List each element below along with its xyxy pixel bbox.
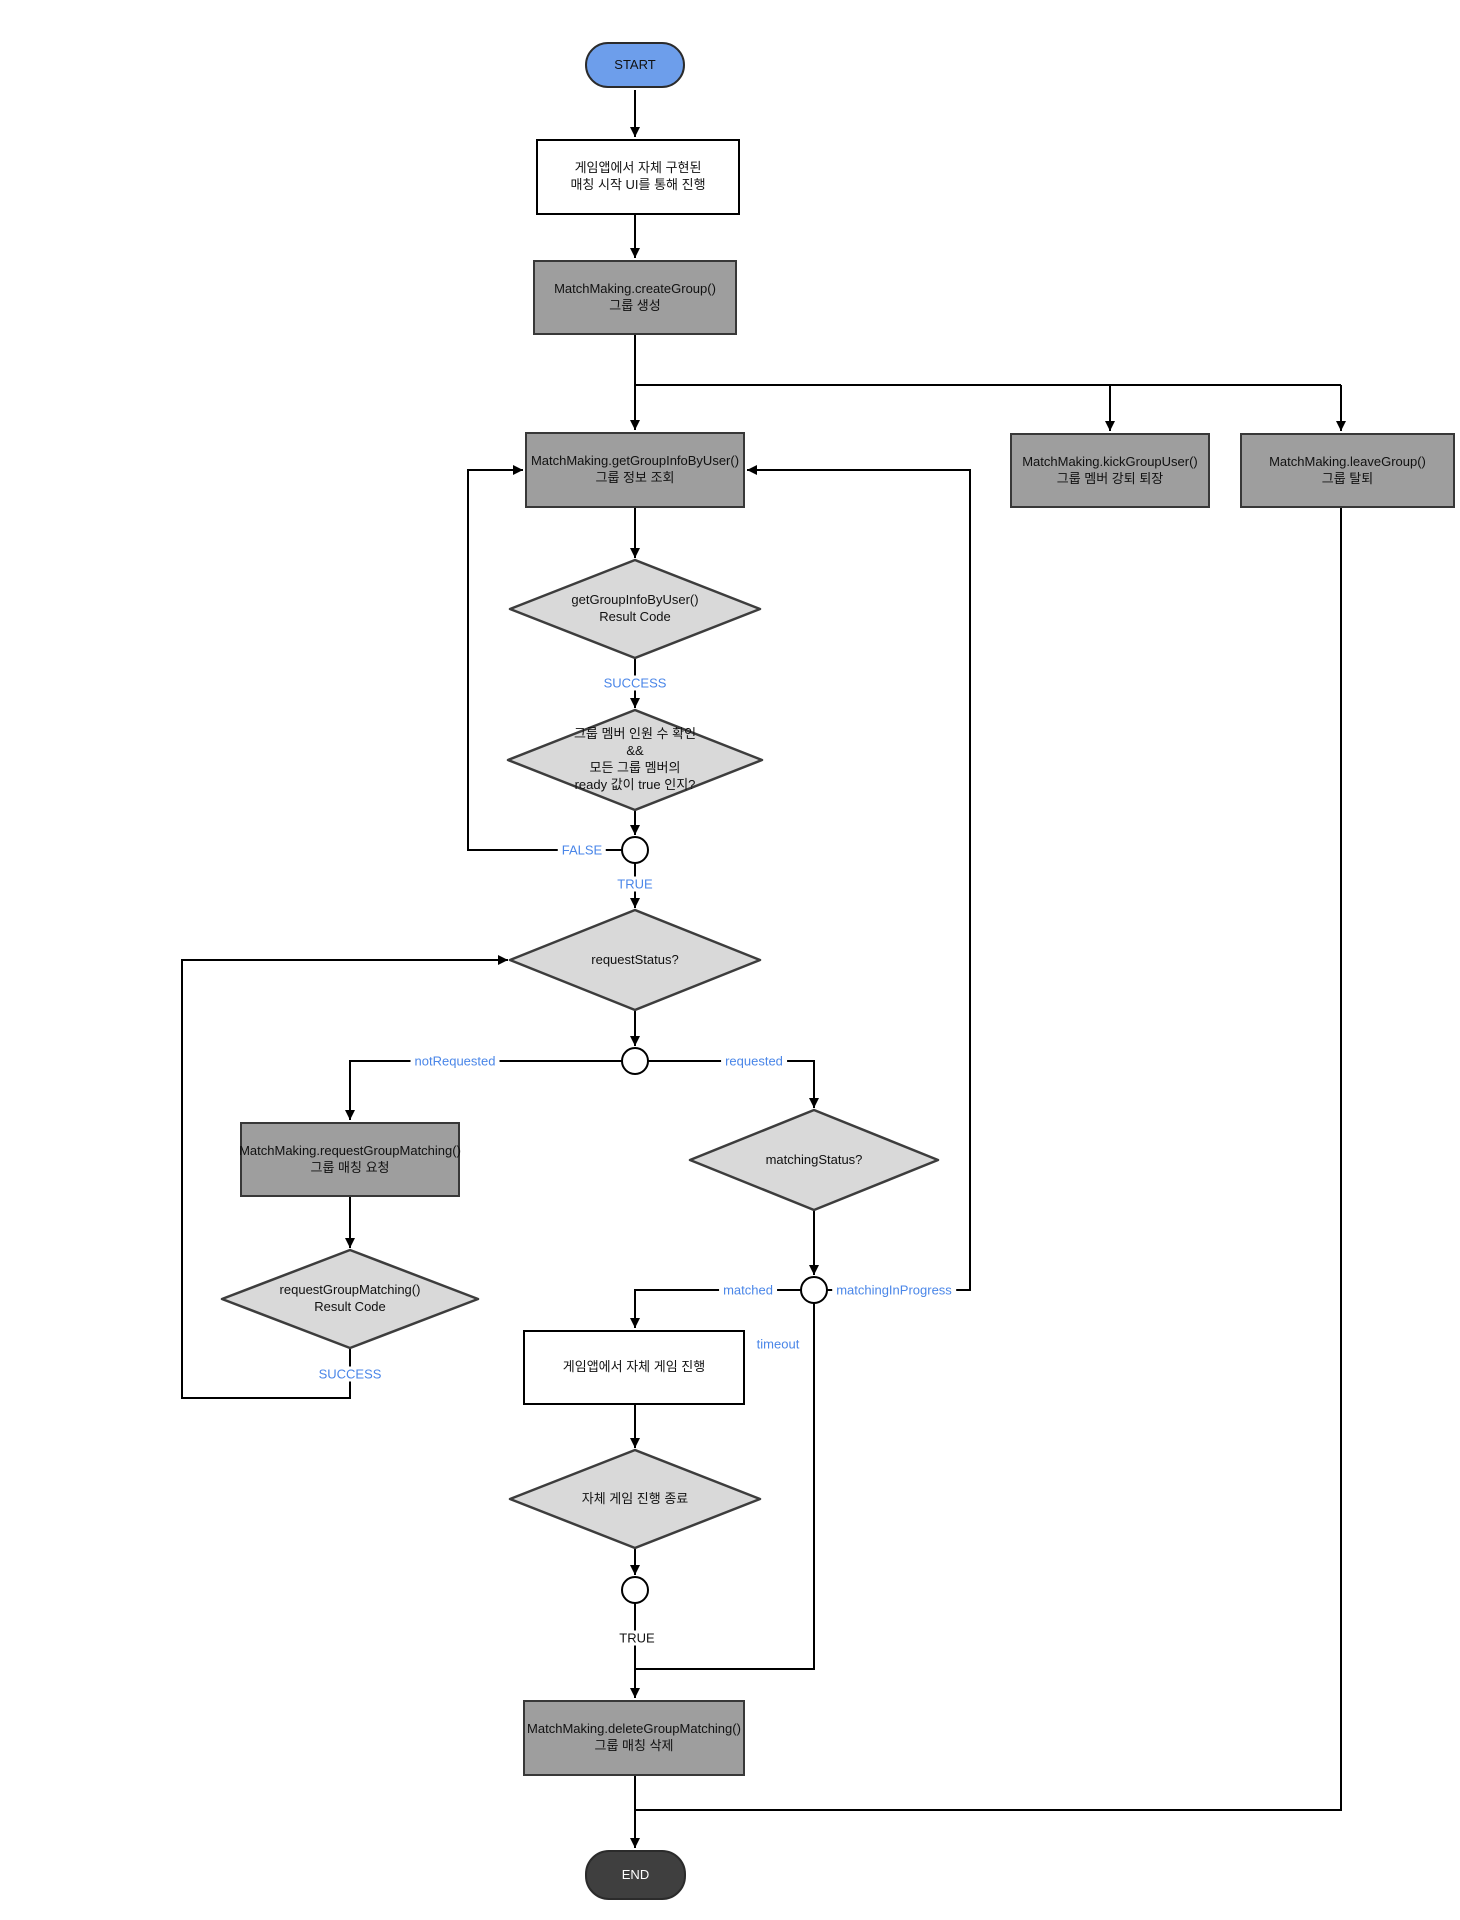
decision-result-code-shape — [508, 558, 762, 660]
edge-label-requested: requested — [721, 1053, 787, 1069]
edge-label-matched: matched — [719, 1282, 777, 1298]
edge-notrequested-to-requestmatching — [345, 1060, 622, 1120]
junction-ready-result — [621, 836, 649, 864]
decision-game-end-shape — [508, 1448, 762, 1550]
start-node: START — [585, 42, 685, 88]
decision-request-status-shape — [508, 908, 762, 1012]
process-matching-ui: 게임앱에서 자체 구현된 매칭 시작 UI를 통해 진행 — [536, 139, 740, 215]
junction-game-end — [621, 1576, 649, 1604]
junction-request-status — [621, 1047, 649, 1075]
edge-timeout-to-merge — [636, 1303, 815, 1670]
edge-label-not-requested: notRequested — [410, 1053, 500, 1069]
process-create-group: MatchMaking.createGroup() 그룹 생성 — [533, 260, 737, 335]
edge-leavegroup-to-merge — [636, 508, 1342, 1811]
decision-matching-status-shape — [688, 1108, 940, 1212]
process-delete-group-matching: MatchMaking.deleteGroupMatching() 그룹 매칭 … — [523, 1700, 745, 1776]
process-get-group-info: MatchMaking.getGroupInfoByUser() 그룹 정보 조… — [525, 432, 745, 508]
junction-matching-status — [800, 1276, 828, 1304]
end-node: END — [585, 1850, 686, 1900]
decision-ready-check-shape — [506, 708, 764, 812]
process-game-play: 게임앱에서 자체 게임 진행 — [523, 1330, 745, 1405]
edge-label-false: FALSE — [557, 842, 607, 858]
edge-label-success-1: SUCCESS — [599, 675, 671, 691]
edge-label-success-2: SUCCESS — [314, 1366, 386, 1382]
process-kick-group-user: MatchMaking.kickGroupUser() 그룹 멤버 강퇴 퇴장 — [1010, 433, 1210, 508]
edge-label-timeout: timeout — [752, 1336, 804, 1352]
process-leave-group: MatchMaking.leaveGroup() 그룹 탈퇴 — [1240, 433, 1455, 508]
edge-label-true-1: TRUE — [613, 876, 657, 892]
process-request-group-matching: MatchMaking.requestGroupMatching() 그룹 매칭… — [239, 1122, 461, 1197]
edge-requested-to-matchingstatus — [648, 1060, 819, 1108]
edge-label-matching-in-progress: matchingInProgress — [832, 1282, 956, 1298]
decision-request-result-shape — [220, 1248, 480, 1350]
edge-label-true-2: TRUE — [615, 1630, 659, 1646]
edge-false-loop-to-getinfo — [467, 465, 622, 851]
